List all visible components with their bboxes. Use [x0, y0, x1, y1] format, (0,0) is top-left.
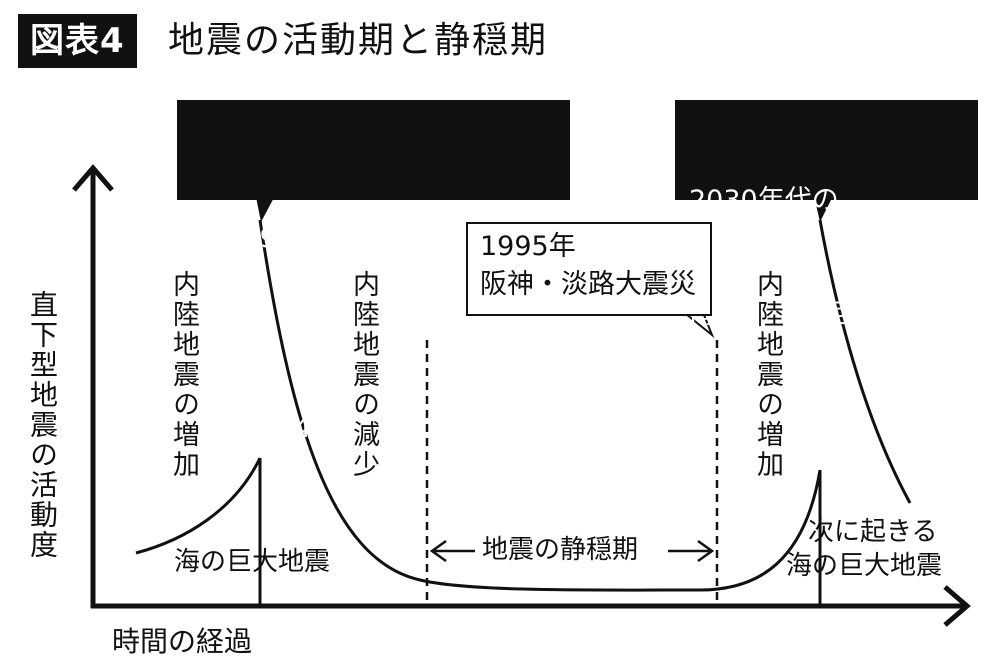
quiet-arrow-right-head — [697, 539, 715, 563]
callout-2030s-line: 2030年代の — [689, 185, 839, 216]
callout-year-1946: 1946年 — [242, 223, 339, 254]
quiet-arrow-left-head — [429, 539, 447, 563]
callout-row-1944: 1944年 昭和東南海地震 — [191, 372, 562, 486]
phase-label-increase-left: 内陸地震の増加 — [168, 270, 199, 480]
figure-tag: 図表4 — [18, 14, 137, 68]
activity-curve-main — [258, 219, 822, 592]
callout-name-showa-tonankai: 昭和東南海地震 — [372, 413, 562, 444]
callout-hanshin-awaji: 1995年 阪神・淡路大震災 — [466, 222, 712, 316]
y-axis-arrowhead — [72, 164, 114, 192]
activity-curve-spike-right — [818, 219, 912, 504]
bubble-year-1995: 1995年 — [480, 231, 576, 262]
phase-label-increase-right: 内陸地震の増加 — [752, 270, 783, 480]
x-axis-label: 時間の経過 — [112, 625, 253, 658]
next-megaquake-label-line2: 海の巨大地震 — [786, 551, 943, 581]
callout-year-1944: 1944年 — [242, 413, 339, 444]
quiet-period-label: 地震の静穏期 — [482, 535, 639, 565]
callout-nankai-trough: 2030年代の 南海トラフ巨大地震 — [675, 100, 978, 330]
bubble-hanshin-awaji-name: 阪神・淡路大震災 — [480, 269, 696, 300]
x-axis-arrowhead — [943, 585, 971, 627]
callout-nankai-trough-line: 南海トラフ巨大地震 — [689, 299, 932, 330]
next-megaquake-label-line1: 次に起きる — [808, 517, 938, 547]
past-megaquake-label: 海の巨大地震 — [174, 547, 331, 577]
phase-label-decrease: 内陸地震の減少 — [348, 270, 379, 480]
activity-curve-rise-left — [135, 457, 262, 555]
callout-showa-earthquakes: 1946年昭和南海地震 1944年昭和東南海地震 — [177, 100, 570, 444]
diagram-title: 地震の活動期と静穏期 — [168, 20, 549, 61]
y-axis-label: 直下型地震の活動度 — [26, 290, 59, 560]
